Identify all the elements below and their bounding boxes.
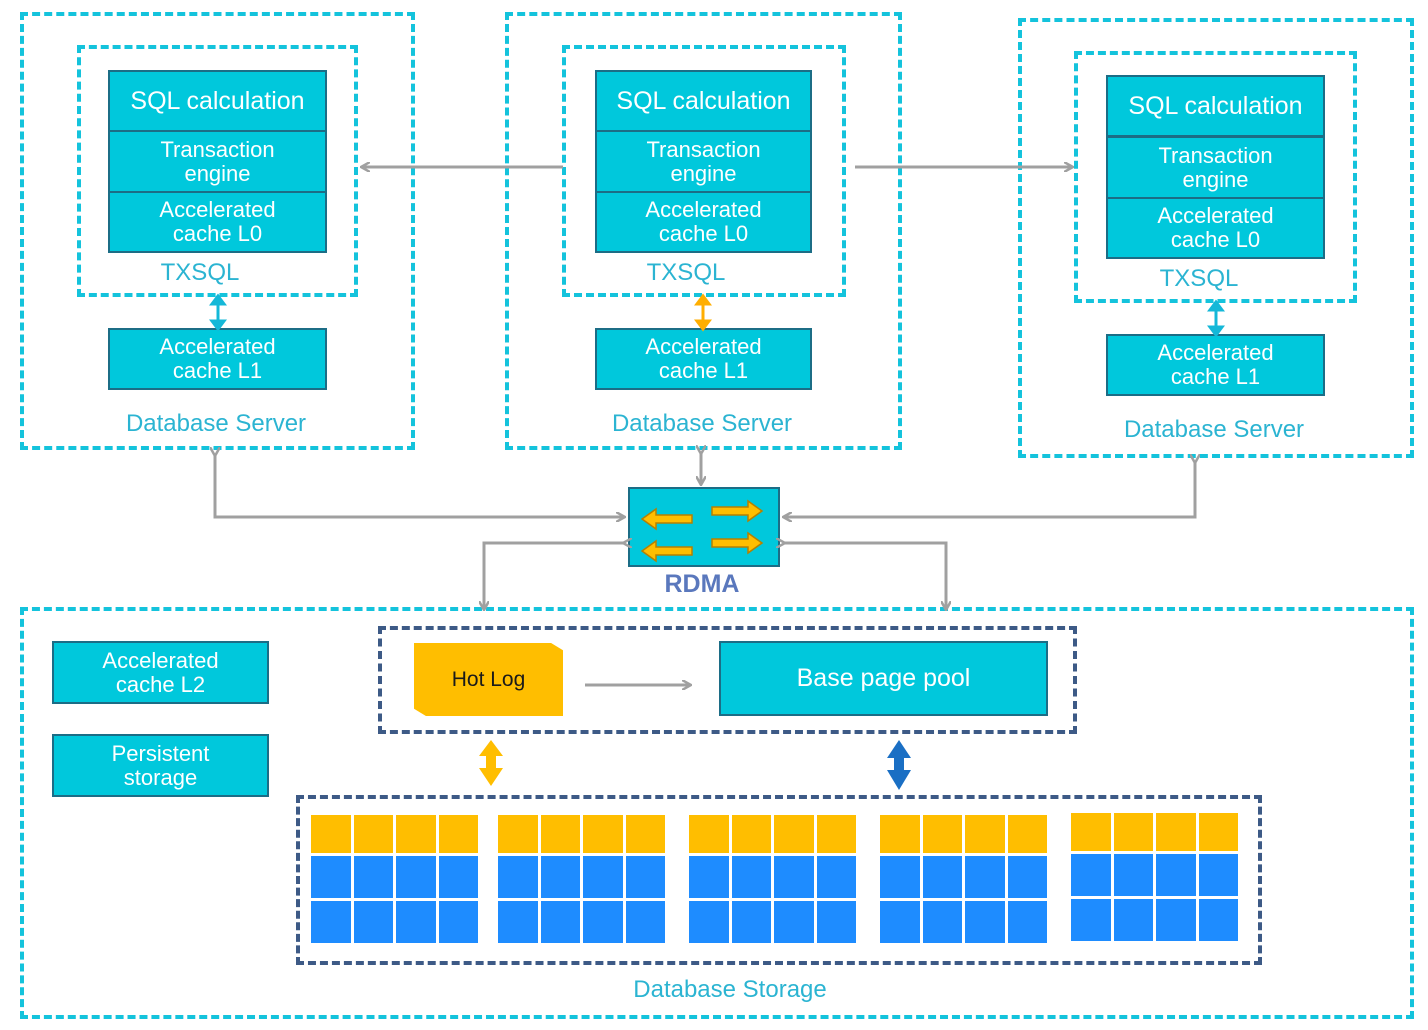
database-server-label-1: Database Server (125, 410, 307, 437)
txsql-l1-connector-3 (1207, 299, 1225, 338)
legend-persistent-storage: Persistent storage (52, 734, 269, 797)
storage-block-3 (689, 815, 856, 947)
storage-blocks-box (296, 795, 1262, 965)
database-server-label-3: Database Server (1123, 416, 1305, 443)
sql-calculation-3: SQL calculation (1106, 75, 1325, 137)
accelerated-cache-l0-2: Accelerated cache L0 (595, 191, 812, 253)
database-server-label-2: Database Server (611, 410, 793, 437)
txsql-label-1: TXSQL (160, 259, 240, 286)
storage-block-1 (311, 815, 478, 947)
accelerated-cache-l0-1: Accelerated cache L0 (108, 191, 327, 253)
transaction-engine-3: Transaction engine (1106, 136, 1325, 199)
pool-storage-arrow (887, 740, 911, 790)
rdma-label: RDMA (664, 570, 740, 598)
accelerated-cache-l1-3: Accelerated cache L1 (1106, 334, 1325, 396)
storage-block-4 (880, 815, 1047, 947)
legend-accelerated-cache-l2: Accelerated cache L2 (52, 641, 269, 704)
arrow-rdma-storage-left (484, 543, 624, 609)
accelerated-cache-l1-2: Accelerated cache L1 (595, 328, 812, 390)
arrow-rdma-storage-right (784, 543, 946, 609)
txsql-l1-connector-2 (694, 293, 712, 332)
accelerated-cache-l1-1: Accelerated cache L1 (108, 328, 327, 390)
sql-calculation-2: SQL calculation (595, 70, 812, 132)
txsql-label-3: TXSQL (1159, 265, 1239, 292)
sql-calculation-1: SQL calculation (108, 70, 327, 132)
rdma-switch (628, 487, 780, 567)
storage-block-2 (498, 815, 665, 947)
txsql-l1-connector-1 (209, 293, 227, 332)
hot-log: Hot Log (414, 643, 563, 716)
storage-block-5 (1071, 813, 1238, 945)
database-server-3 (1018, 18, 1414, 458)
log-pool-box (378, 626, 1077, 734)
arrow-s3-rdma (784, 462, 1195, 517)
rdma-arrows-icon (640, 499, 764, 563)
hotlog-storage-arrow (479, 740, 503, 786)
accelerated-cache-l0-3: Accelerated cache L0 (1106, 197, 1325, 259)
database-storage (20, 607, 1414, 1019)
arrow-s1-rdma (215, 455, 624, 517)
txsql-label-2: TXSQL (646, 259, 726, 286)
base-page-pool: Base page pool (719, 641, 1048, 716)
database-storage-label: Database Storage (633, 976, 827, 1003)
